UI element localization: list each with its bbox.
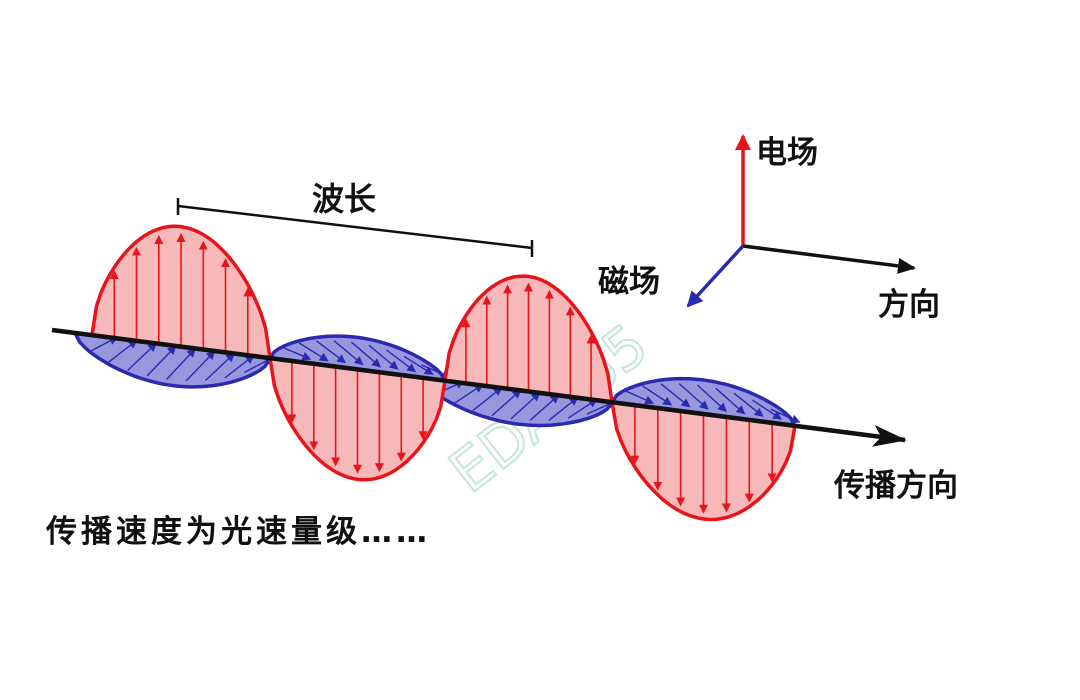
magnetic-vector-arrow xyxy=(453,383,484,405)
magnetic-vector-arrow xyxy=(165,348,196,380)
electric-field-label: 电场 xyxy=(756,135,818,171)
propagation-axis xyxy=(51,327,907,447)
direction-label: 方向 xyxy=(878,287,940,323)
magnetic-vector-arrow xyxy=(224,354,255,379)
magnetic-vector-arrow xyxy=(351,341,382,368)
electric-field-wave xyxy=(90,224,798,522)
magnetic-vector-arrow xyxy=(678,383,709,410)
propagation-direction-label: 传播方向 xyxy=(833,468,958,504)
magnetic-vector-arrow xyxy=(281,346,312,361)
magnetic-vector-arrow xyxy=(491,389,522,417)
direction-axis-arrow xyxy=(742,244,916,274)
magnetic-vector-arrow xyxy=(472,386,503,412)
magnetic-vector-arrow xyxy=(368,344,399,370)
magnetic-field-wave xyxy=(71,330,801,428)
magnetic-vector-arrow xyxy=(529,394,560,422)
magnetic-vector-arrow xyxy=(510,392,541,420)
wavelength-label: 波长 xyxy=(312,180,376,218)
coordinate-triad xyxy=(686,134,916,308)
magnetic-vector-arrow xyxy=(660,383,691,408)
magnetic-vector-arrow xyxy=(733,392,764,417)
magnetic-lobe xyxy=(71,330,273,389)
wavelength-bracket xyxy=(176,198,534,257)
magnetic-vector-arrow xyxy=(697,384,727,412)
magnetic-vector-arrow xyxy=(624,389,655,405)
magnetic-vector-arrow xyxy=(642,385,673,406)
magnetic-vector-arrow xyxy=(386,349,417,373)
magnetic-lobe xyxy=(418,375,616,428)
magnetic-vector-arrow xyxy=(403,355,434,375)
magnetic-field-axis-arrow xyxy=(686,244,745,308)
magnetic-vector-arrow xyxy=(770,408,801,424)
magnetic-vector-arrow xyxy=(548,396,579,421)
magnetic-vector-arrow xyxy=(316,340,347,364)
magnetic-vector-arrow xyxy=(333,340,364,366)
magnetic-vector-arrow xyxy=(752,399,783,420)
magnetic-vector-arrow xyxy=(567,398,598,419)
magnetic-vector-arrow xyxy=(146,345,177,377)
magnetic-vector-arrow xyxy=(715,387,746,415)
magnetic-vector-arrow xyxy=(185,350,216,382)
magnetic-field-label: 磁场 xyxy=(598,264,660,300)
magnetic-vector-arrow xyxy=(107,339,138,364)
caption-text: 传播速度为光速量级…… xyxy=(45,514,431,550)
magnetic-vector-arrow xyxy=(298,342,329,362)
magnetic-vector-arrow xyxy=(205,352,235,382)
magnetic-vector-arrow xyxy=(127,342,157,372)
